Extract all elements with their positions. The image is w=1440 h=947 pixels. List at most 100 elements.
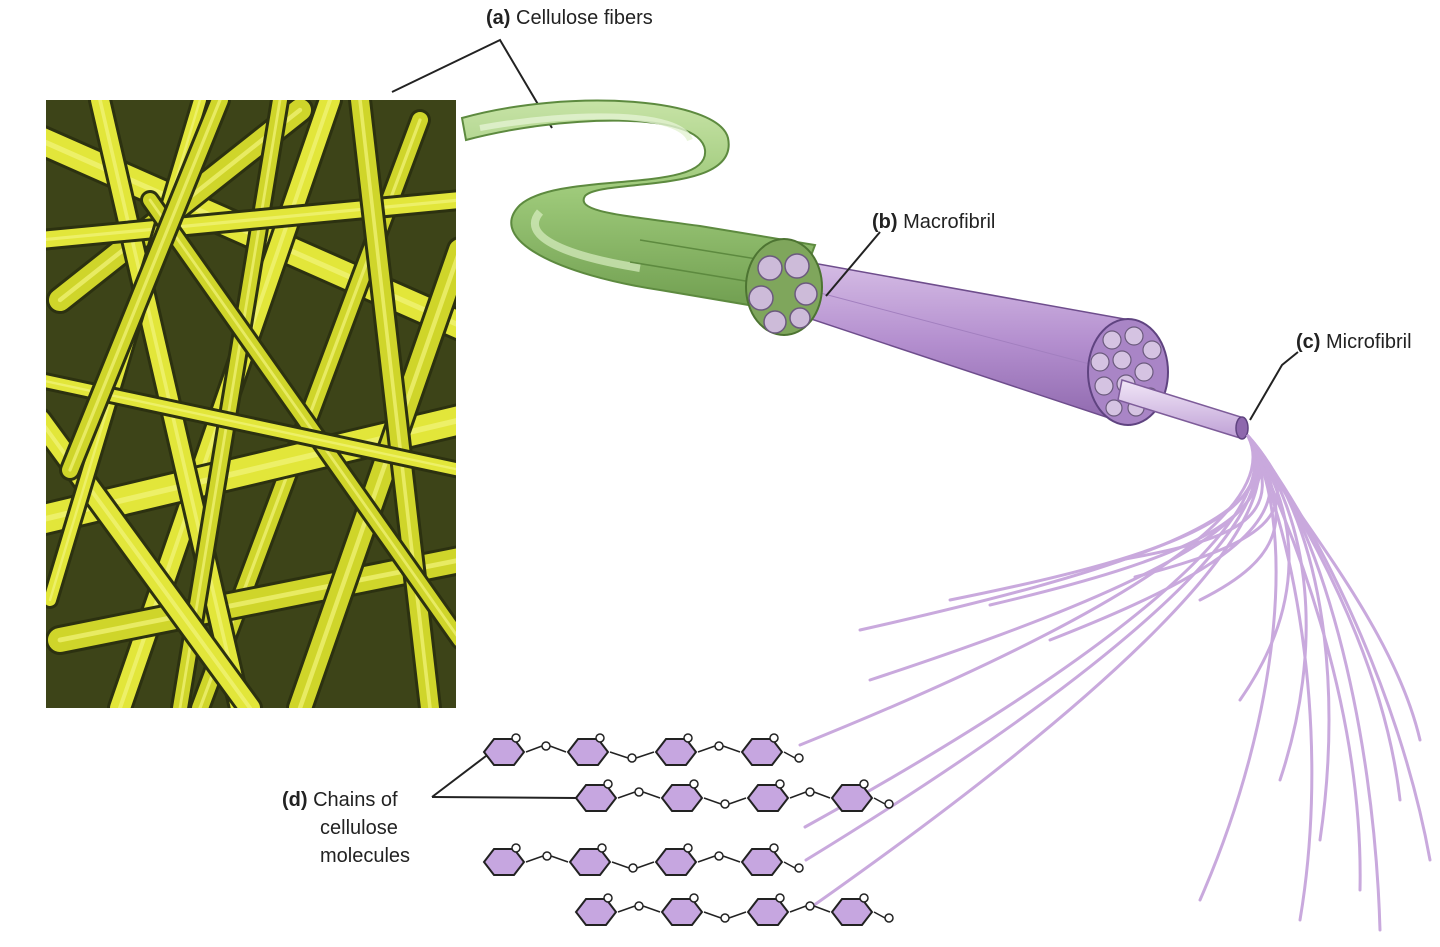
cellulose-fiber-tube <box>460 99 817 314</box>
glucose-ring <box>482 738 526 766</box>
micrograph-fiber-highlight <box>297 254 456 708</box>
glucose-unit <box>660 779 747 812</box>
label-a-letter: (a) <box>486 7 511 29</box>
glycosidic-bond <box>703 797 722 805</box>
glucose-unit <box>746 893 831 926</box>
label-d-line-2: cellulose <box>320 817 398 839</box>
bridge-oxygen <box>542 851 552 861</box>
glucose-ring <box>740 848 784 876</box>
glycosidic-bond <box>783 751 796 759</box>
oxygen-atom <box>859 893 869 903</box>
cellulose-micrograph <box>46 100 456 708</box>
glycosidic-bond <box>789 905 807 913</box>
microfibril-strand <box>1246 434 1402 802</box>
glycosidic-bond <box>611 861 630 869</box>
microfibril-strand <box>1048 434 1272 642</box>
bridge-oxygen <box>627 753 637 763</box>
microfibril-rod <box>1117 379 1249 440</box>
label-cellulose-fibers: (a) Cellulose fibers <box>486 6 653 30</box>
glycosidic-bond <box>873 797 886 805</box>
glycosidic-bond <box>728 797 747 805</box>
glycosidic-bond <box>636 861 655 869</box>
label-microfibril: (c) Microfibril <box>1296 330 1412 354</box>
bridge-oxygen <box>805 901 815 911</box>
fiber-cross-section <box>745 238 823 336</box>
glycosidic-bond <box>642 905 661 913</box>
oxygen-atom <box>689 779 699 789</box>
glycosidic-bond <box>703 911 722 919</box>
glycosidic-bond <box>783 861 796 869</box>
glucose-ring <box>830 898 874 926</box>
oxygen-atom <box>769 843 779 853</box>
glucose-ring <box>746 784 790 812</box>
glucose-ring <box>660 898 704 926</box>
glucose-unit <box>654 733 741 766</box>
oxygen-atom <box>597 843 607 853</box>
bridge-oxygen <box>714 741 724 751</box>
glucose-unit <box>830 779 894 812</box>
oxygen-atom <box>775 893 785 903</box>
glycosidic-bond <box>642 791 661 799</box>
label-c-text: Microfibril <box>1326 331 1412 353</box>
glycosidic-bond <box>617 905 636 913</box>
micrograph-fiber-highlight <box>358 100 432 708</box>
glucose-ring <box>740 738 784 766</box>
micrograph-fiber-highlight <box>68 100 222 472</box>
glucose-ring <box>830 784 874 812</box>
microfibril-strand <box>803 434 1257 829</box>
bridge-oxygen <box>634 901 644 911</box>
glucose-unit <box>660 893 747 926</box>
glycosidic-bond <box>873 911 886 919</box>
glycosidic-bond <box>617 791 636 799</box>
glucose-unit <box>574 779 661 812</box>
glycosidic-bond <box>813 791 831 799</box>
label-macrofibril: (b) Macrofibril <box>872 210 995 234</box>
microfibril-strand <box>858 434 1260 632</box>
microfibril-strand <box>798 434 1255 747</box>
microfibril-strand <box>808 434 1261 910</box>
leader-line-c <box>1249 351 1299 421</box>
oxygen-atom <box>775 779 785 789</box>
label-d-line-1-text: Chains of <box>313 789 398 811</box>
bridge-oxygen <box>805 787 815 797</box>
micrograph-fiber-highlight <box>148 198 456 637</box>
oxygen-atom <box>511 733 521 743</box>
bridge-oxygen <box>720 799 730 809</box>
glycosidic-bond <box>722 855 741 863</box>
microfibril-strand <box>804 434 1259 862</box>
bridge-oxygen <box>884 913 894 923</box>
oxygen-atom <box>595 733 605 743</box>
leader-line-a <box>391 38 553 129</box>
label-b-text: Macrofibril <box>903 211 996 233</box>
micrograph-fiber-highlight <box>46 198 456 242</box>
micrograph-fiber-highlight <box>57 558 456 643</box>
oxygen-atom <box>859 779 869 789</box>
glucose-unit <box>740 843 804 876</box>
glucose-unit <box>482 843 569 876</box>
glycosidic-bond <box>635 751 655 759</box>
glycosidic-bond <box>550 855 569 863</box>
bridge-oxygen <box>720 913 730 923</box>
microfibril-strand <box>1246 434 1382 932</box>
glucose-unit <box>568 843 655 876</box>
microfibril-strand <box>1246 434 1362 892</box>
micrograph-fiber-highlight <box>178 100 282 708</box>
glucose-unit <box>740 733 804 766</box>
bridge-oxygen <box>714 851 724 861</box>
bridge-oxygen <box>541 741 551 751</box>
glucose-ring <box>654 738 698 766</box>
bridge-oxygen <box>794 863 804 873</box>
glucose-unit <box>654 843 741 876</box>
label-b-letter: (b) <box>872 211 898 233</box>
glucose-ring <box>660 784 704 812</box>
oxygen-atom <box>689 893 699 903</box>
oxygen-atom <box>603 779 613 789</box>
glycosidic-bond <box>789 791 807 799</box>
bridge-oxygen <box>628 863 638 873</box>
glucose-ring <box>566 738 610 766</box>
glucose-unit <box>830 893 894 926</box>
leader-line-b <box>825 231 881 297</box>
glycosidic-bond <box>609 751 629 759</box>
